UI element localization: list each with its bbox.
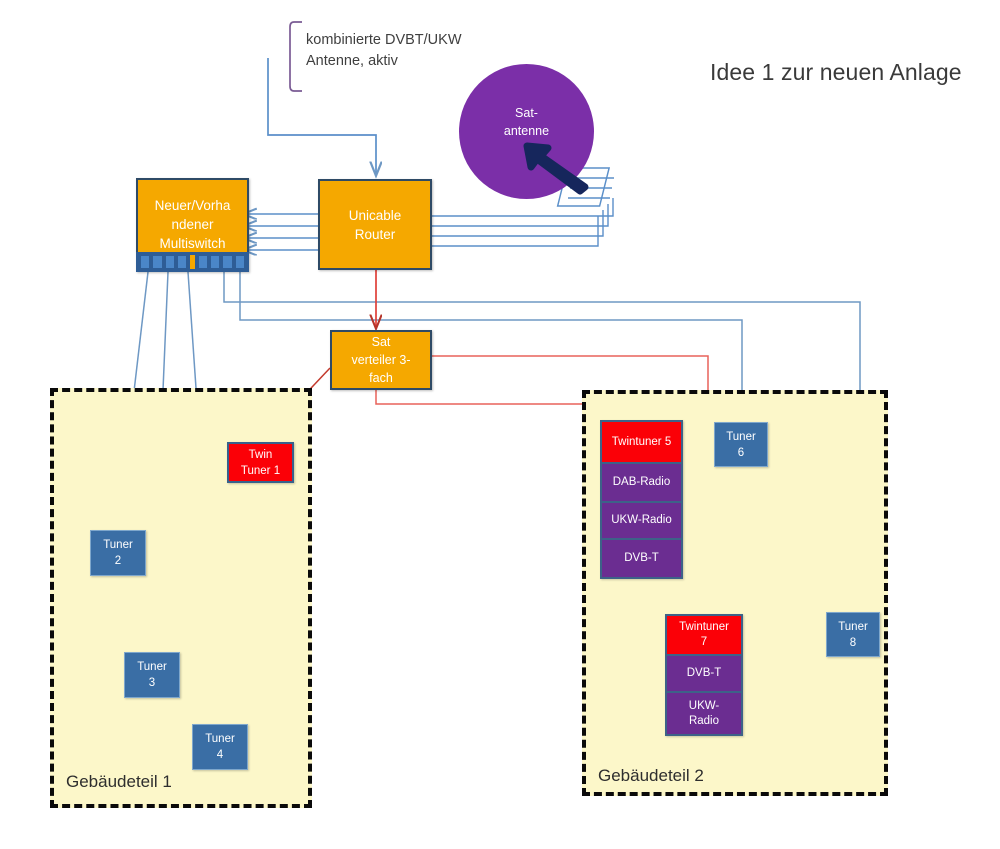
- ms-port-3[interactable]: [165, 256, 174, 268]
- antenna-feed-wire: [267, 58, 376, 175]
- ms-port-8[interactable]: [235, 256, 244, 268]
- sat-splitter-label: Sat verteiler 3- fach: [351, 335, 411, 385]
- sat-antenna-label: Sat- antenne: [503, 106, 550, 138]
- device-twintuner-5-stack[interactable]: Twintuner 5 DAB-Radio UKW-Radio DVB-T: [600, 420, 683, 579]
- device-tuner-2[interactable]: Tuner 2: [90, 530, 146, 576]
- ms-port-2[interactable]: [153, 256, 162, 268]
- sat-lnb-cables: [432, 198, 614, 247]
- device-sat-splitter[interactable]: Sat verteiler 3- fach: [330, 330, 432, 390]
- device-tuner-3[interactable]: Tuner 3: [124, 652, 180, 698]
- tuner-2-label: Tuner 2: [103, 539, 133, 567]
- ms-port-7[interactable]: [223, 256, 232, 268]
- device-tuner-6[interactable]: Tuner 6: [714, 422, 768, 467]
- twintuner-7-dvbt[interactable]: DVB-T: [667, 656, 741, 693]
- twintuner-5-ukw-radio[interactable]: UKW-Radio: [602, 503, 681, 540]
- antenna-note-label: kombinierte DVBT/UKW Antenne, aktiv: [306, 32, 462, 69]
- multiswitch-port-bar[interactable]: [136, 252, 249, 272]
- twin-tuner-1-label: Twin Tuner 1: [240, 448, 281, 477]
- device-tuner-4[interactable]: Tuner 4: [192, 724, 248, 770]
- unicable-router-label: Unicable Router: [348, 207, 402, 242]
- router-to-multiswitch-cables: [244, 214, 318, 250]
- device-twin-tuner-1[interactable]: Twin Tuner 1: [227, 442, 294, 483]
- twintuner-7-ukw-radio[interactable]: UKW- Radio: [667, 693, 741, 734]
- tuner-8-label: Tuner 8: [838, 620, 868, 649]
- twintuner-7-label: Twintuner 7: [679, 621, 729, 648]
- ms-port-4[interactable]: [177, 256, 186, 268]
- multiswitch-label: Neuer/Vorha ndener Multiswitch: [154, 198, 231, 251]
- ms-port-6[interactable]: [211, 256, 220, 268]
- device-tuner-8[interactable]: Tuner 8: [826, 612, 880, 657]
- ms-port-1[interactable]: [141, 256, 150, 268]
- twintuner-5-dab-radio[interactable]: DAB-Radio: [602, 464, 681, 503]
- device-twintuner-7-stack[interactable]: Twintuner 7 DVB-T UKW- Radio: [665, 614, 743, 736]
- antenna-label-bracket: [289, 21, 302, 92]
- ms-port-5[interactable]: [198, 256, 208, 268]
- twintuner-5-header[interactable]: Twintuner 5: [602, 422, 681, 464]
- zone-2-label: Gebäudeteil 2: [598, 766, 704, 785]
- ukw-radio-label: UKW-Radio: [611, 514, 672, 526]
- twintuner-5-dvbt[interactable]: DVB-T: [602, 540, 681, 577]
- dvbt-label: DVB-T: [624, 552, 659, 564]
- tuner-3-label: Tuner 3: [137, 661, 167, 689]
- twintuner-7-header[interactable]: Twintuner 7: [667, 616, 741, 656]
- ms-port-divider: [190, 255, 195, 269]
- page-title: Idee 1 zur neuen Anlage: [710, 59, 962, 85]
- zone-1-label: Gebäudeteil 1: [66, 772, 172, 791]
- device-unicable-router[interactable]: Unicable Router: [318, 179, 432, 270]
- sat-antenna-dish: Sat- antenne: [459, 64, 594, 199]
- twintuner-7-dvbt-label: DVB-T: [686, 667, 722, 679]
- twintuner-5-label: Twintuner 5: [611, 435, 672, 448]
- dab-radio-label: DAB-Radio: [612, 476, 671, 488]
- tuner-4-label: Tuner 4: [205, 733, 235, 761]
- tuner-6-label: Tuner 6: [726, 430, 756, 459]
- twintuner-7-ukw-label: UKW- Radio: [688, 699, 720, 727]
